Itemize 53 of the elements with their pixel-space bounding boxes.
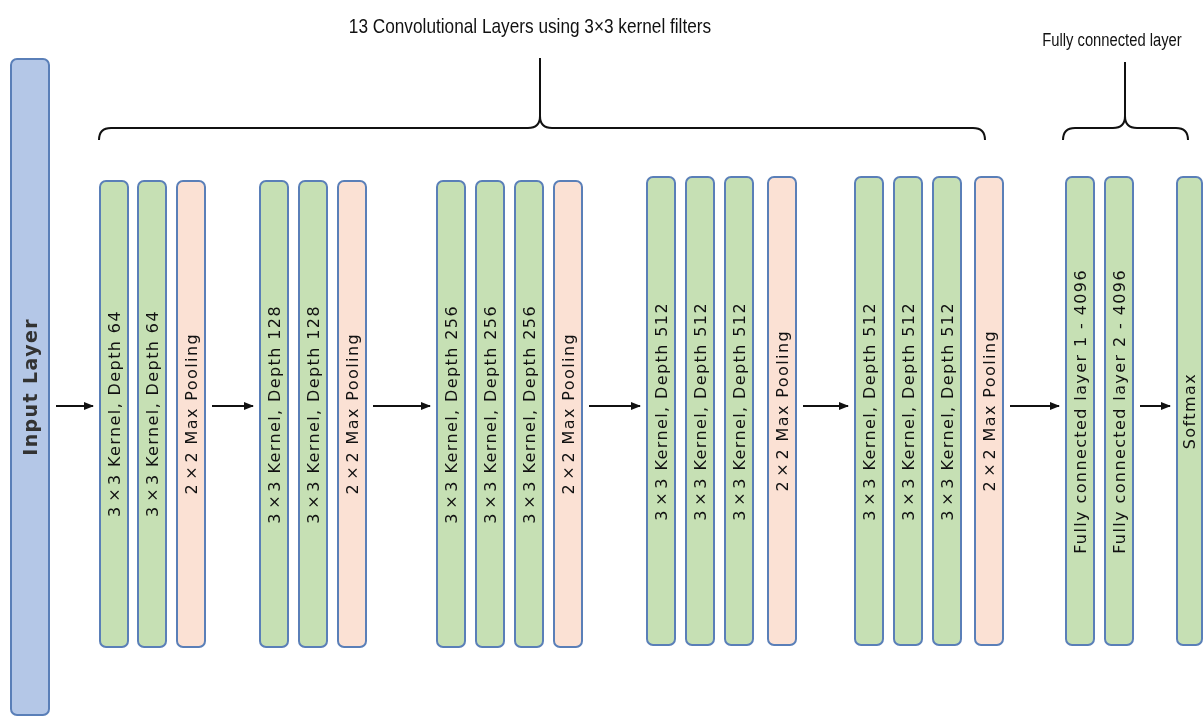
arrow	[55, 402, 94, 410]
layer-bar	[724, 176, 754, 646]
layer-bar	[475, 180, 505, 648]
layer-label: 2×2 Max Pooling	[772, 330, 792, 492]
bracket-label: Fully connected layer	[1042, 30, 1182, 51]
layer-bar	[893, 176, 923, 646]
arrow	[211, 402, 254, 410]
arrow	[1139, 402, 1171, 410]
layer-bar	[646, 176, 676, 646]
layer-label: 3×3 Kernel, Depth 256	[519, 304, 539, 524]
pooling-layer-bar	[337, 180, 367, 648]
layer-label: 3×3 Kernel, Depth 512	[898, 301, 918, 521]
layer-label: 3×3 Kernel, Depth 512	[651, 301, 671, 521]
layer-label: Fully connected layer 1 - 4096	[1070, 268, 1090, 554]
layer-label: 3×3 Kernel, Depth 64	[104, 310, 124, 518]
layer-label: Softmax	[1180, 372, 1199, 450]
layer-label: 3×3 Kernel, Depth 512	[690, 301, 710, 521]
layer-bar	[259, 180, 289, 648]
layer-label: 2×2 Max Pooling	[342, 333, 362, 495]
layer-label: 2×2 Max Pooling	[979, 330, 999, 492]
layer-label: 3×3 Kernel, Depth 512	[729, 301, 749, 521]
arrow	[372, 402, 431, 410]
pooling-layer-bar	[176, 180, 206, 648]
arrow	[1009, 402, 1060, 410]
layer-bar	[1065, 176, 1095, 646]
layer-bar	[1176, 176, 1203, 646]
layer-label: Input Layer	[19, 318, 41, 456]
layer-bar	[932, 176, 962, 646]
input-layer-bar	[10, 58, 50, 716]
layer-bar	[1104, 176, 1134, 646]
arrow	[588, 402, 641, 410]
layer-label: 3×3 Kernel, Depth 64	[142, 310, 162, 518]
layer-bar	[99, 180, 129, 648]
layer-bar	[298, 180, 328, 648]
layer-label: Fully connected layer 2 - 4096	[1109, 268, 1129, 554]
layer-label: 3×3 Kernel, Depth 256	[441, 304, 461, 524]
layer-label: 2×2 Max Pooling	[181, 333, 201, 495]
layer-label: 3×3 Kernel, Depth 512	[859, 301, 879, 521]
layer-bar	[137, 180, 167, 648]
layer-bar	[854, 176, 884, 646]
pooling-layer-bar	[553, 180, 583, 648]
pooling-layer-bar	[767, 176, 797, 646]
layer-label: 3×3 Kernel, Depth 128	[303, 304, 323, 524]
layer-bar	[685, 176, 715, 646]
pooling-layer-bar	[974, 176, 1004, 646]
layer-label: 3×3 Kernel, Depth 128	[264, 304, 284, 524]
arrow	[802, 402, 849, 410]
layer-label: 3×3 Kernel, Depth 256	[480, 304, 500, 524]
layer-bar	[436, 180, 466, 648]
layer-bar	[514, 180, 544, 648]
layer-label: 3×3 Kernel, Depth 512	[937, 301, 957, 521]
bracket-label: 13 Convolutional Layers using 3×3 kernel filters	[348, 14, 712, 38]
layer-label: 2×2 Max Pooling	[558, 333, 578, 495]
